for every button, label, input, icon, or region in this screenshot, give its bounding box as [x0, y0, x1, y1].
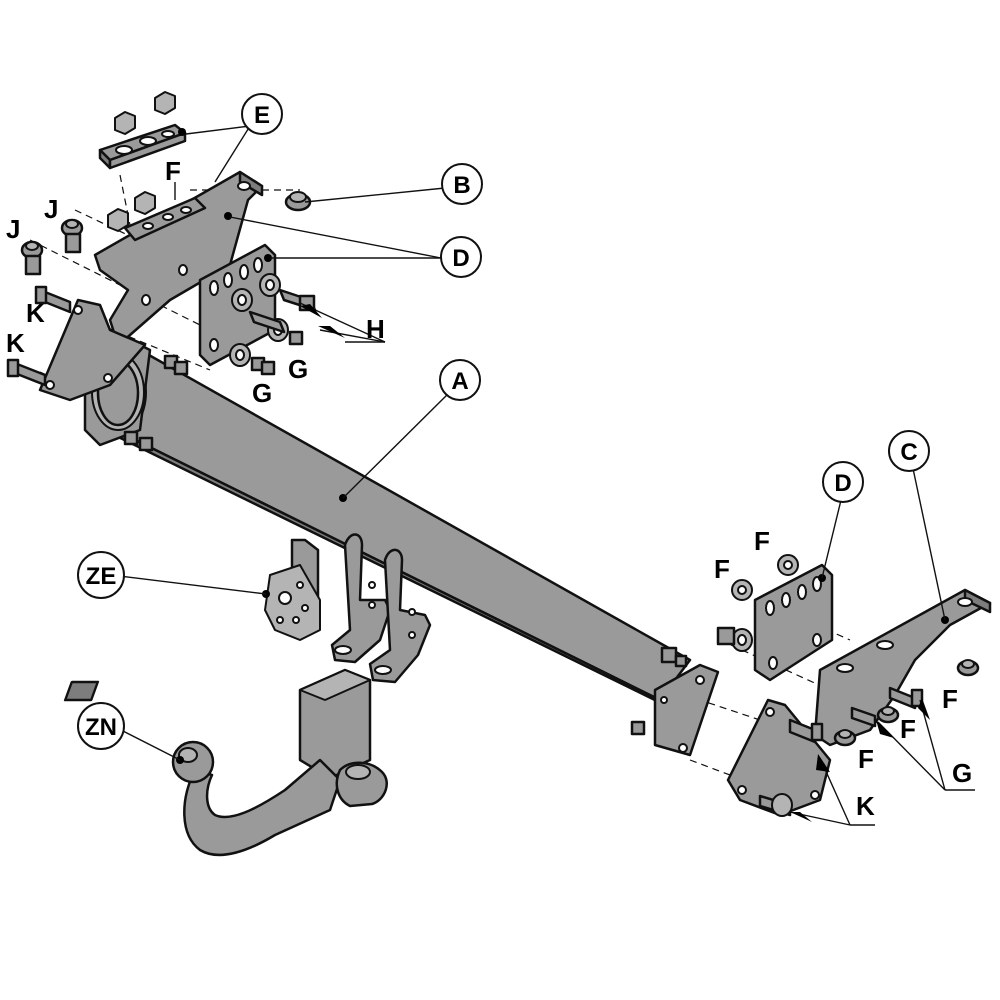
label-F-right-3: F — [942, 684, 958, 714]
callout-C: C — [888, 430, 930, 472]
label-F-right-2: F — [714, 554, 730, 584]
callout-E: E — [241, 93, 283, 135]
callout-D-right: D — [822, 461, 864, 503]
label-G-right: G — [952, 758, 972, 788]
label-G-left-b: G — [288, 354, 308, 384]
label-F-right-4: F — [900, 714, 916, 744]
bracket-C — [726, 588, 992, 817]
plate-E — [98, 91, 207, 242]
label-J-upper: J — [44, 194, 58, 224]
crossbar-A — [83, 338, 720, 757]
ball-neck-ZN — [63, 668, 388, 857]
arrow-heads — [300, 304, 930, 822]
callout-B-text: B — [453, 172, 470, 199]
bolts-J-K-left — [6, 218, 84, 387]
callout-D-right-text: D — [834, 470, 851, 497]
bracket-B — [38, 170, 264, 402]
label-J-lower: J — [6, 214, 20, 244]
callout-ZN: ZN — [77, 702, 125, 750]
label-H: H — [366, 314, 385, 344]
callout-D-left-text: D — [452, 245, 469, 272]
callout-ZE: ZE — [77, 551, 125, 599]
callout-ZE-text: ZE — [86, 563, 117, 590]
callout-E-text: E — [254, 102, 270, 129]
label-G-left-a: G — [252, 378, 272, 408]
label-K-right: K — [856, 791, 875, 821]
label-K-lower: K — [6, 328, 25, 358]
callout-D-left: D — [440, 236, 482, 278]
plate-D-right — [716, 554, 834, 682]
label-F-right-1: F — [754, 526, 770, 556]
mounting-lugs — [330, 533, 432, 684]
callout-A-text: A — [451, 368, 468, 395]
socket-bracket-ZE — [262, 538, 321, 641]
callout-B: B — [441, 163, 483, 205]
callout-C-text: C — [900, 439, 917, 466]
callout-ZN-text: ZN — [85, 714, 117, 741]
label-F-right-5: F — [858, 744, 874, 774]
callout-A: A — [439, 359, 481, 401]
label-F-top: F — [165, 156, 181, 186]
part-letter-labels: F J J K K H G G F F F F F G K — [6, 156, 972, 821]
label-K-upper: K — [26, 298, 45, 328]
